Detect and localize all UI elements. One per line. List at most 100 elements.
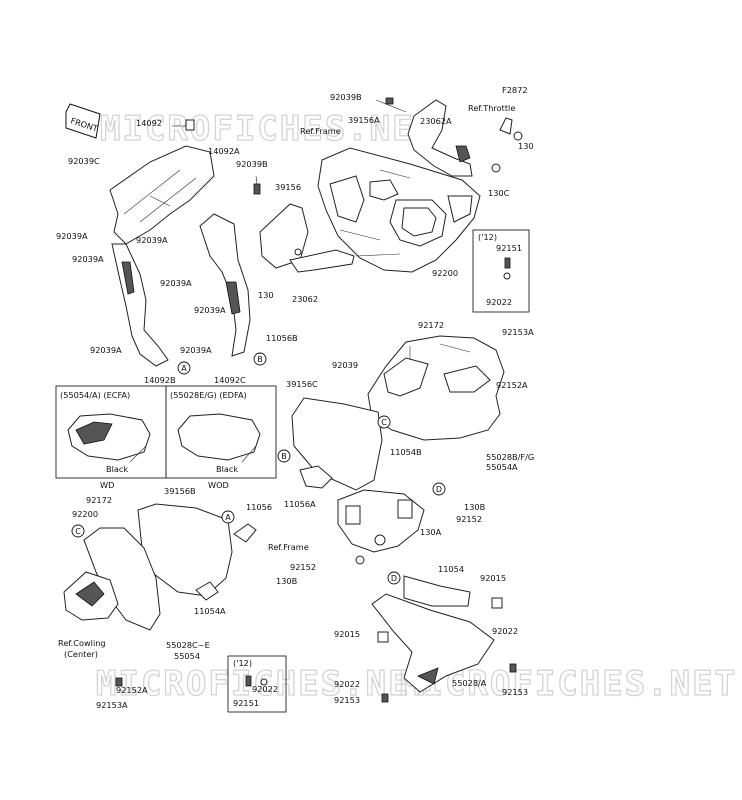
svg-text:B: B <box>257 355 263 364</box>
part-label: 92039A <box>180 345 212 355</box>
part-label: 11056 <box>246 502 272 512</box>
inset-left-leader <box>129 445 147 463</box>
bracket-11056a <box>299 465 333 489</box>
front-arrow-icon: FRONT <box>65 103 101 139</box>
inset-right-fairing <box>177 413 261 461</box>
part-label: 92039B <box>236 159 268 169</box>
part-label: 55054 <box>174 651 200 661</box>
part-label: Ref.Throttle <box>468 103 515 113</box>
part-label: 11054A <box>194 606 226 616</box>
part-label: 39156C <box>286 379 318 389</box>
lower-bracket-assembly <box>337 489 425 565</box>
part-label: 92015 <box>334 629 360 639</box>
inset-right-color: Black <box>216 464 238 474</box>
part-label: 92151 <box>233 698 259 708</box>
part-label: Ref.Frame <box>300 126 341 136</box>
part-label: 130B <box>464 502 486 512</box>
callout-c: C <box>377 415 391 429</box>
part-label: 92200 <box>432 268 458 278</box>
callout-b: B <box>253 352 267 366</box>
part-label: 130B <box>276 576 298 586</box>
part-label: 55028C~E <box>166 640 210 650</box>
part-label: 92022 <box>492 626 518 636</box>
part-label: 92022 <box>334 679 360 689</box>
part-label: ('12) <box>233 658 252 668</box>
bolt-92039b <box>253 175 261 195</box>
side-fairing-left <box>63 527 161 631</box>
part-label: 14092 <box>136 118 162 128</box>
part-label: ('12) <box>478 232 497 242</box>
part-label: 92152 <box>456 514 482 524</box>
part-label: 92022 <box>486 297 512 307</box>
bracket-11054a <box>195 581 219 601</box>
part-label: 39156A <box>348 115 380 125</box>
part-label: 92152A <box>496 380 528 390</box>
inner-panel-14092a <box>109 145 215 245</box>
part-label: 92039A <box>90 345 122 355</box>
callout-a: A <box>177 361 191 375</box>
part-labels: 92039B39156ARef.Throttle23062A130130C140… <box>56 92 534 710</box>
under-cowl-55028 <box>371 593 495 693</box>
inset-right-leader <box>241 445 257 463</box>
inset-left-color: Black <box>106 464 128 474</box>
bolt-92151-bottom <box>245 675 268 687</box>
part-label: 92152A <box>116 685 148 695</box>
part-label: 92172 <box>418 320 444 330</box>
inset-left-footer: WD <box>100 480 114 490</box>
callout-a: A <box>221 510 235 524</box>
part-label: 55028/A <box>452 678 487 688</box>
part-label: 92153 <box>334 695 360 705</box>
inset-left-fairing <box>67 413 151 461</box>
part-label: 130 <box>258 290 274 300</box>
callout-d: D <box>387 571 401 585</box>
part-label: 11056A <box>284 499 316 509</box>
part-label: 92022 <box>252 684 278 694</box>
svg-text:A: A <box>181 364 187 373</box>
upper-fairing-frame <box>317 147 481 273</box>
inset-right-footer: WOD <box>208 480 229 490</box>
inset-right-title: (55028E/G) (EDFA) <box>170 390 247 400</box>
part-label: 92039A <box>136 235 168 245</box>
svg-text:C: C <box>75 527 81 536</box>
part-label: 55054A <box>486 462 518 472</box>
part-label: 130C <box>488 188 510 198</box>
bracket-39156a <box>407 99 523 177</box>
inset-92151-bottom <box>227 655 287 713</box>
part-label: 11054B <box>390 447 422 457</box>
bracket-14092b <box>111 243 169 367</box>
part-label: 92200 <box>72 509 98 519</box>
svg-text:C: C <box>381 418 387 427</box>
bracket-14092c <box>199 213 251 357</box>
part-label: 14092C <box>214 375 246 385</box>
part-label: 92039A <box>194 305 226 315</box>
svg-text:D: D <box>391 574 397 583</box>
bolt-92039b-top <box>375 97 407 113</box>
part-label: 23062 <box>292 294 318 304</box>
svg-text:D: D <box>436 485 442 494</box>
bracket-39156 <box>259 203 355 273</box>
part-label: 92153A <box>96 700 128 710</box>
callout-c: C <box>71 524 85 538</box>
figure-code: F2872 <box>502 85 528 95</box>
callout-d: D <box>432 482 446 496</box>
part-label: Ref.Frame <box>268 542 309 552</box>
collar-92015 <box>377 597 503 643</box>
part-label: 23062A <box>420 116 452 126</box>
part-label: 92172 <box>86 495 112 505</box>
part-label: 92151 <box>496 243 522 253</box>
bolt-92153a <box>115 677 123 687</box>
watermark-top: MICROFICHES.NET <box>100 109 437 149</box>
part-label: 39156 <box>275 182 301 192</box>
part-label: 92152 <box>290 562 316 572</box>
part-label: 39156B <box>164 486 196 496</box>
part-label: 55028B/F/G <box>486 452 534 462</box>
part-label: Ref.Cowling <box>58 638 106 648</box>
inset-left-title: (55054/A) (ECFA) <box>60 390 130 400</box>
part-label: 92039A <box>160 278 192 288</box>
bolt-92153 <box>381 663 517 703</box>
part-label: 92039B <box>330 92 362 102</box>
inset-right <box>165 385 277 479</box>
part-label: 92153 <box>502 687 528 697</box>
part-label: 130 <box>518 141 534 151</box>
